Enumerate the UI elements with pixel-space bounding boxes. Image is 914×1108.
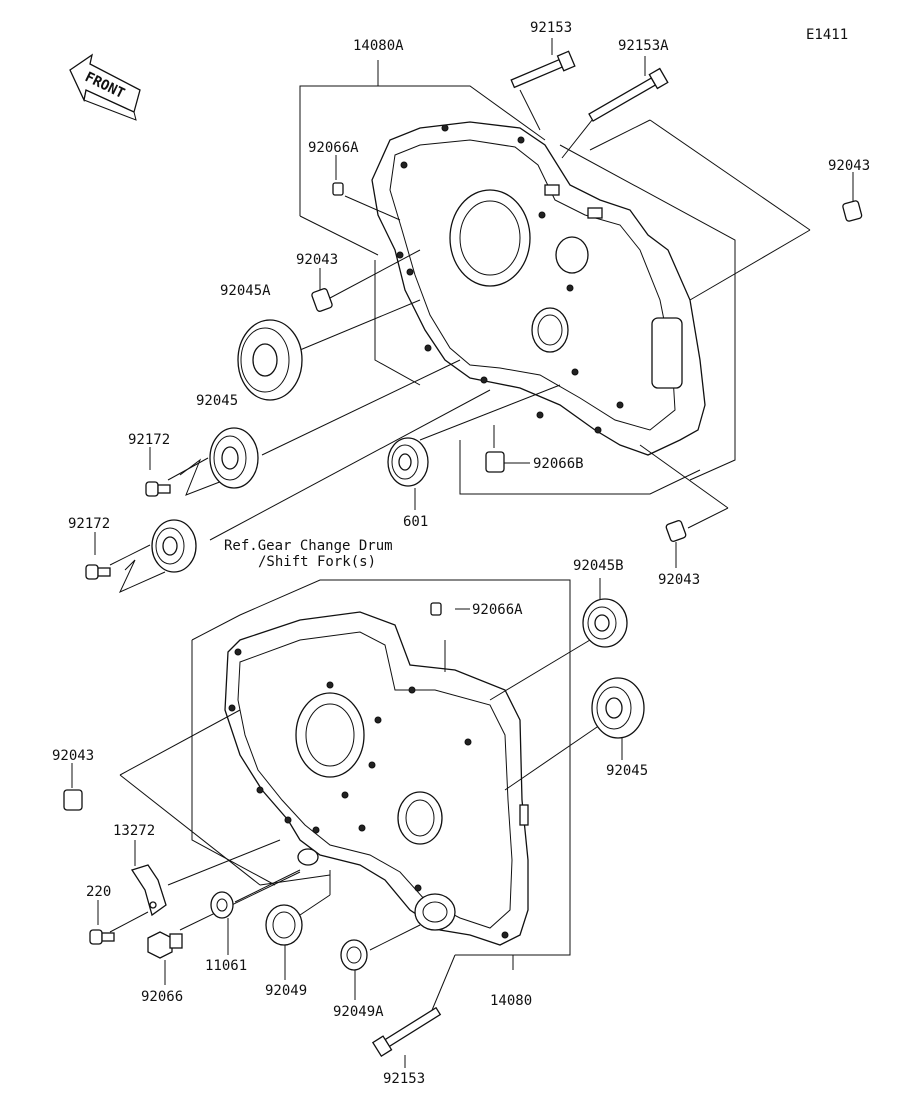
label-92043-lower-left: 92043: [52, 748, 94, 764]
part-labels: 92153 92153A 14080A 92066A 92043 92043 9…: [52, 20, 870, 1087]
label-92066: 92066: [141, 989, 183, 1005]
dowel-92043-left: [311, 288, 333, 312]
label-92066A-mid: 92066A: [472, 602, 523, 618]
ref-note-line2: /Shift Fork(s): [258, 554, 376, 570]
label-92153-bottom: 92153: [383, 1071, 425, 1087]
bolt-92153-bottom: [371, 1006, 442, 1057]
bracket-13272: [130, 864, 167, 917]
label-14080A: 14080A: [353, 38, 404, 54]
bearing-601: [387, 437, 429, 487]
label-92153A: 92153A: [618, 38, 669, 54]
bolt-92153-top: [510, 50, 576, 89]
label-92043-right-top: 92043: [828, 158, 870, 174]
label-92066A-top: 92066A: [308, 140, 359, 156]
label-11061: 11061: [205, 958, 247, 974]
bearing-92045B: [582, 598, 628, 648]
label-92045B: 92045B: [573, 558, 624, 574]
diagram-id: E1411: [806, 27, 848, 43]
bolt-holes-upper: [396, 124, 624, 434]
label-220: 220: [86, 884, 111, 900]
reference-lines: [71, 38, 854, 1068]
upper-crankcase-half: [371, 121, 706, 456]
seal-92049: [265, 904, 303, 946]
bearing-ref-gear-change-drum: [151, 519, 197, 573]
label-92153-top: 92153: [530, 20, 572, 36]
label-92049: 92049: [265, 983, 307, 999]
dowel-92066A-mid: [430, 602, 442, 616]
dowel-92043-mid: [665, 520, 687, 542]
ref-note-line1: Ref.Gear Change Drum: [224, 538, 393, 554]
label-92045-right: 92045: [606, 763, 648, 779]
label-92172-b: 92172: [68, 516, 110, 532]
bearing-92045-left: [209, 427, 259, 489]
screw-92172-a: [145, 481, 171, 497]
dowel-92043-right-top: [842, 200, 863, 222]
front-arrow-icon: FRONT: [69, 53, 141, 121]
bolt-holes-lower: [228, 648, 509, 939]
label-601: 601: [403, 514, 428, 530]
dowel-92066B: [485, 451, 505, 473]
bearing-92045A: [237, 319, 303, 401]
label-92172-a: 92172: [128, 432, 170, 448]
label-14080: 14080: [490, 993, 532, 1009]
dowel-92066A-top: [332, 182, 344, 196]
label-92066B: 92066B: [533, 456, 584, 472]
lower-crankcase-half: [224, 611, 529, 946]
bearing-92045-right: [591, 677, 645, 739]
seal-92049A: [340, 939, 368, 971]
label-13272: 13272: [113, 823, 155, 839]
screw-220: [89, 929, 115, 945]
washer-11061: [210, 891, 234, 919]
bolt-92153A: [588, 67, 669, 122]
label-92045A: 92045A: [220, 283, 271, 299]
label-92043-left: 92043: [296, 252, 338, 268]
label-92045-left: 92045: [196, 393, 238, 409]
label-92049A: 92049A: [333, 1004, 384, 1020]
screw-92172-b: [85, 564, 111, 580]
label-92043-mid: 92043: [658, 572, 700, 588]
dowel-92043-lower-left: [63, 789, 83, 811]
plug-92066: [147, 931, 183, 959]
